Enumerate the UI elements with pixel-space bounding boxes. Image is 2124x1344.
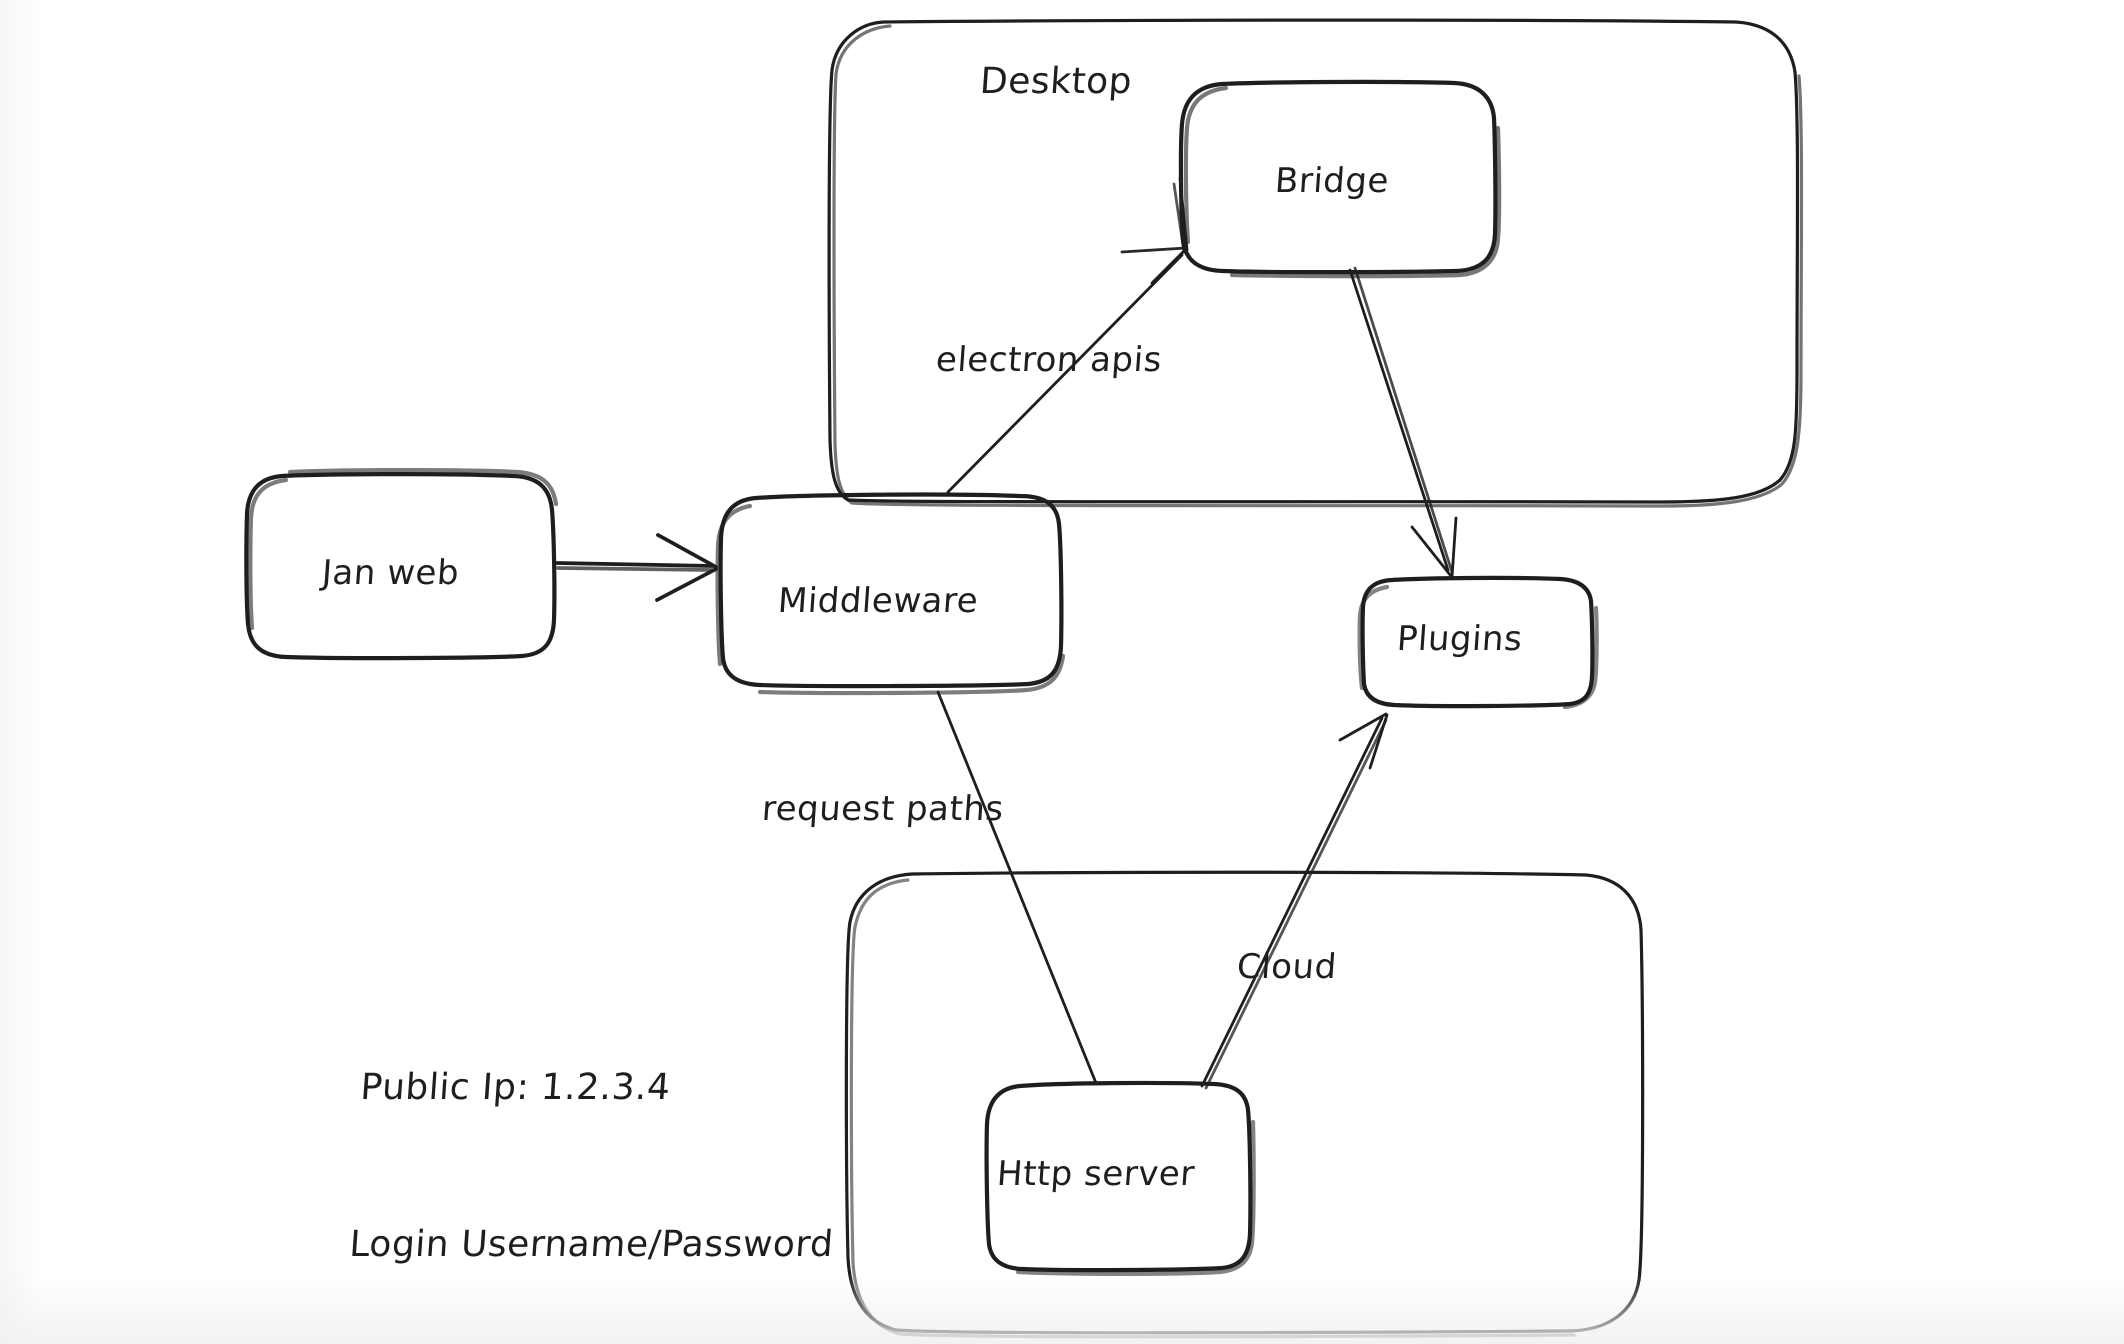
container-label-desktop: Desktop — [978, 61, 1134, 102]
node-plugins-shape[interactable] — [1357, 575, 1599, 710]
node-middleware-shape[interactable] — [715, 492, 1066, 696]
edge-label-electron-apis: electron apis — [934, 340, 1164, 380]
edge-jan-web-to-middleware[interactable] — [555, 533, 718, 602]
edge-http-server-to-middleware[interactable] — [936, 690, 1098, 1085]
edge-label-cloud: Cloud — [1235, 947, 1339, 987]
edge-label-request-paths: request paths — [760, 789, 1006, 829]
edge-bridge-to-plugins[interactable] — [1348, 266, 1458, 579]
edge-middleware-to-bridge[interactable] — [946, 176, 1189, 494]
node-http-server-shape[interactable] — [984, 1080, 1256, 1276]
note-credentials-line-login: Login Username/Password — [348, 1223, 835, 1265]
node-label-jan-web: Jan web — [320, 553, 461, 593]
note-credentials-line-public-ip: Public Ip: 1.2.3.4 — [359, 1067, 672, 1109]
edge-http-server-to-plugins[interactable] — [1200, 712, 1389, 1090]
note-credentials: Public Ip: 1.2.3.4 Login Username/Passwo… — [340, 958, 853, 1344]
node-jan-web-shape[interactable] — [244, 468, 559, 661]
node-label-bridge: Bridge — [1273, 161, 1391, 201]
node-label-plugins: Plugins — [1395, 619, 1524, 659]
node-label-middleware: Middleware — [776, 581, 980, 621]
node-label-http-server: Http server — [995, 1154, 1197, 1194]
container-desktop-shape[interactable] — [827, 18, 1804, 508]
container-cloud-shape[interactable] — [844, 870, 1645, 1339]
